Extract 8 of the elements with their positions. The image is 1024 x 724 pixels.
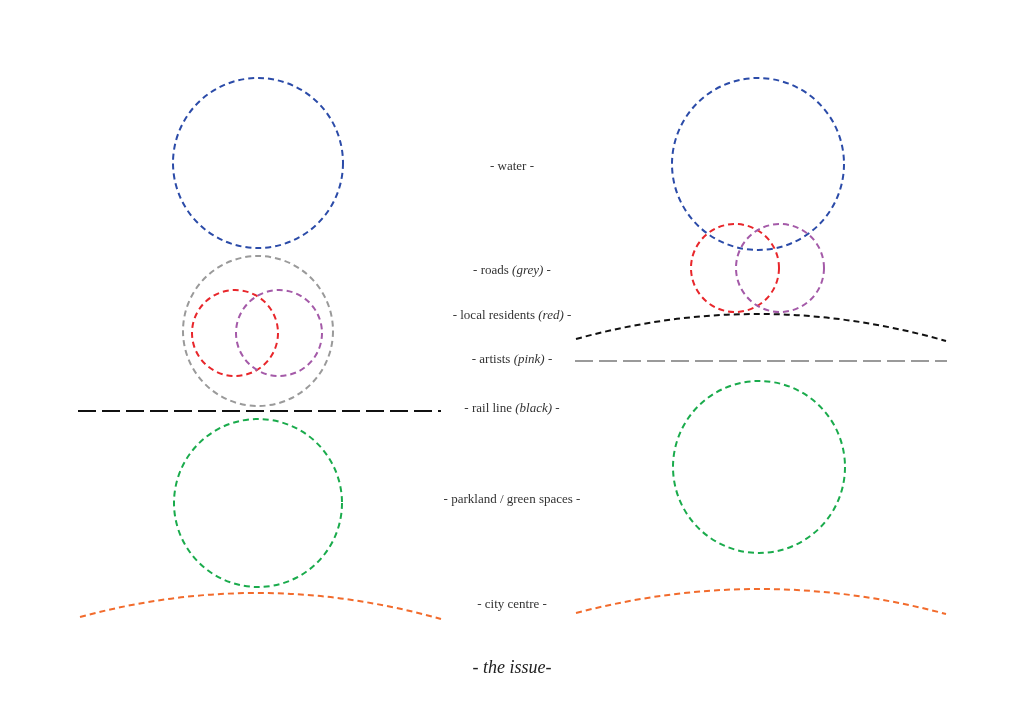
- category-label: - water -: [490, 158, 534, 174]
- category-label: - parkland / green spaces -: [443, 491, 581, 507]
- category-label: - roads (grey) -: [473, 262, 551, 278]
- category-label: - local residents (red) -: [452, 307, 572, 323]
- diagram-caption: - the issue-: [472, 656, 552, 678]
- category-label: - rail line (black) -: [464, 400, 560, 416]
- category-label: - city centre -: [477, 596, 547, 612]
- category-label: - artists (pink) -: [471, 351, 553, 367]
